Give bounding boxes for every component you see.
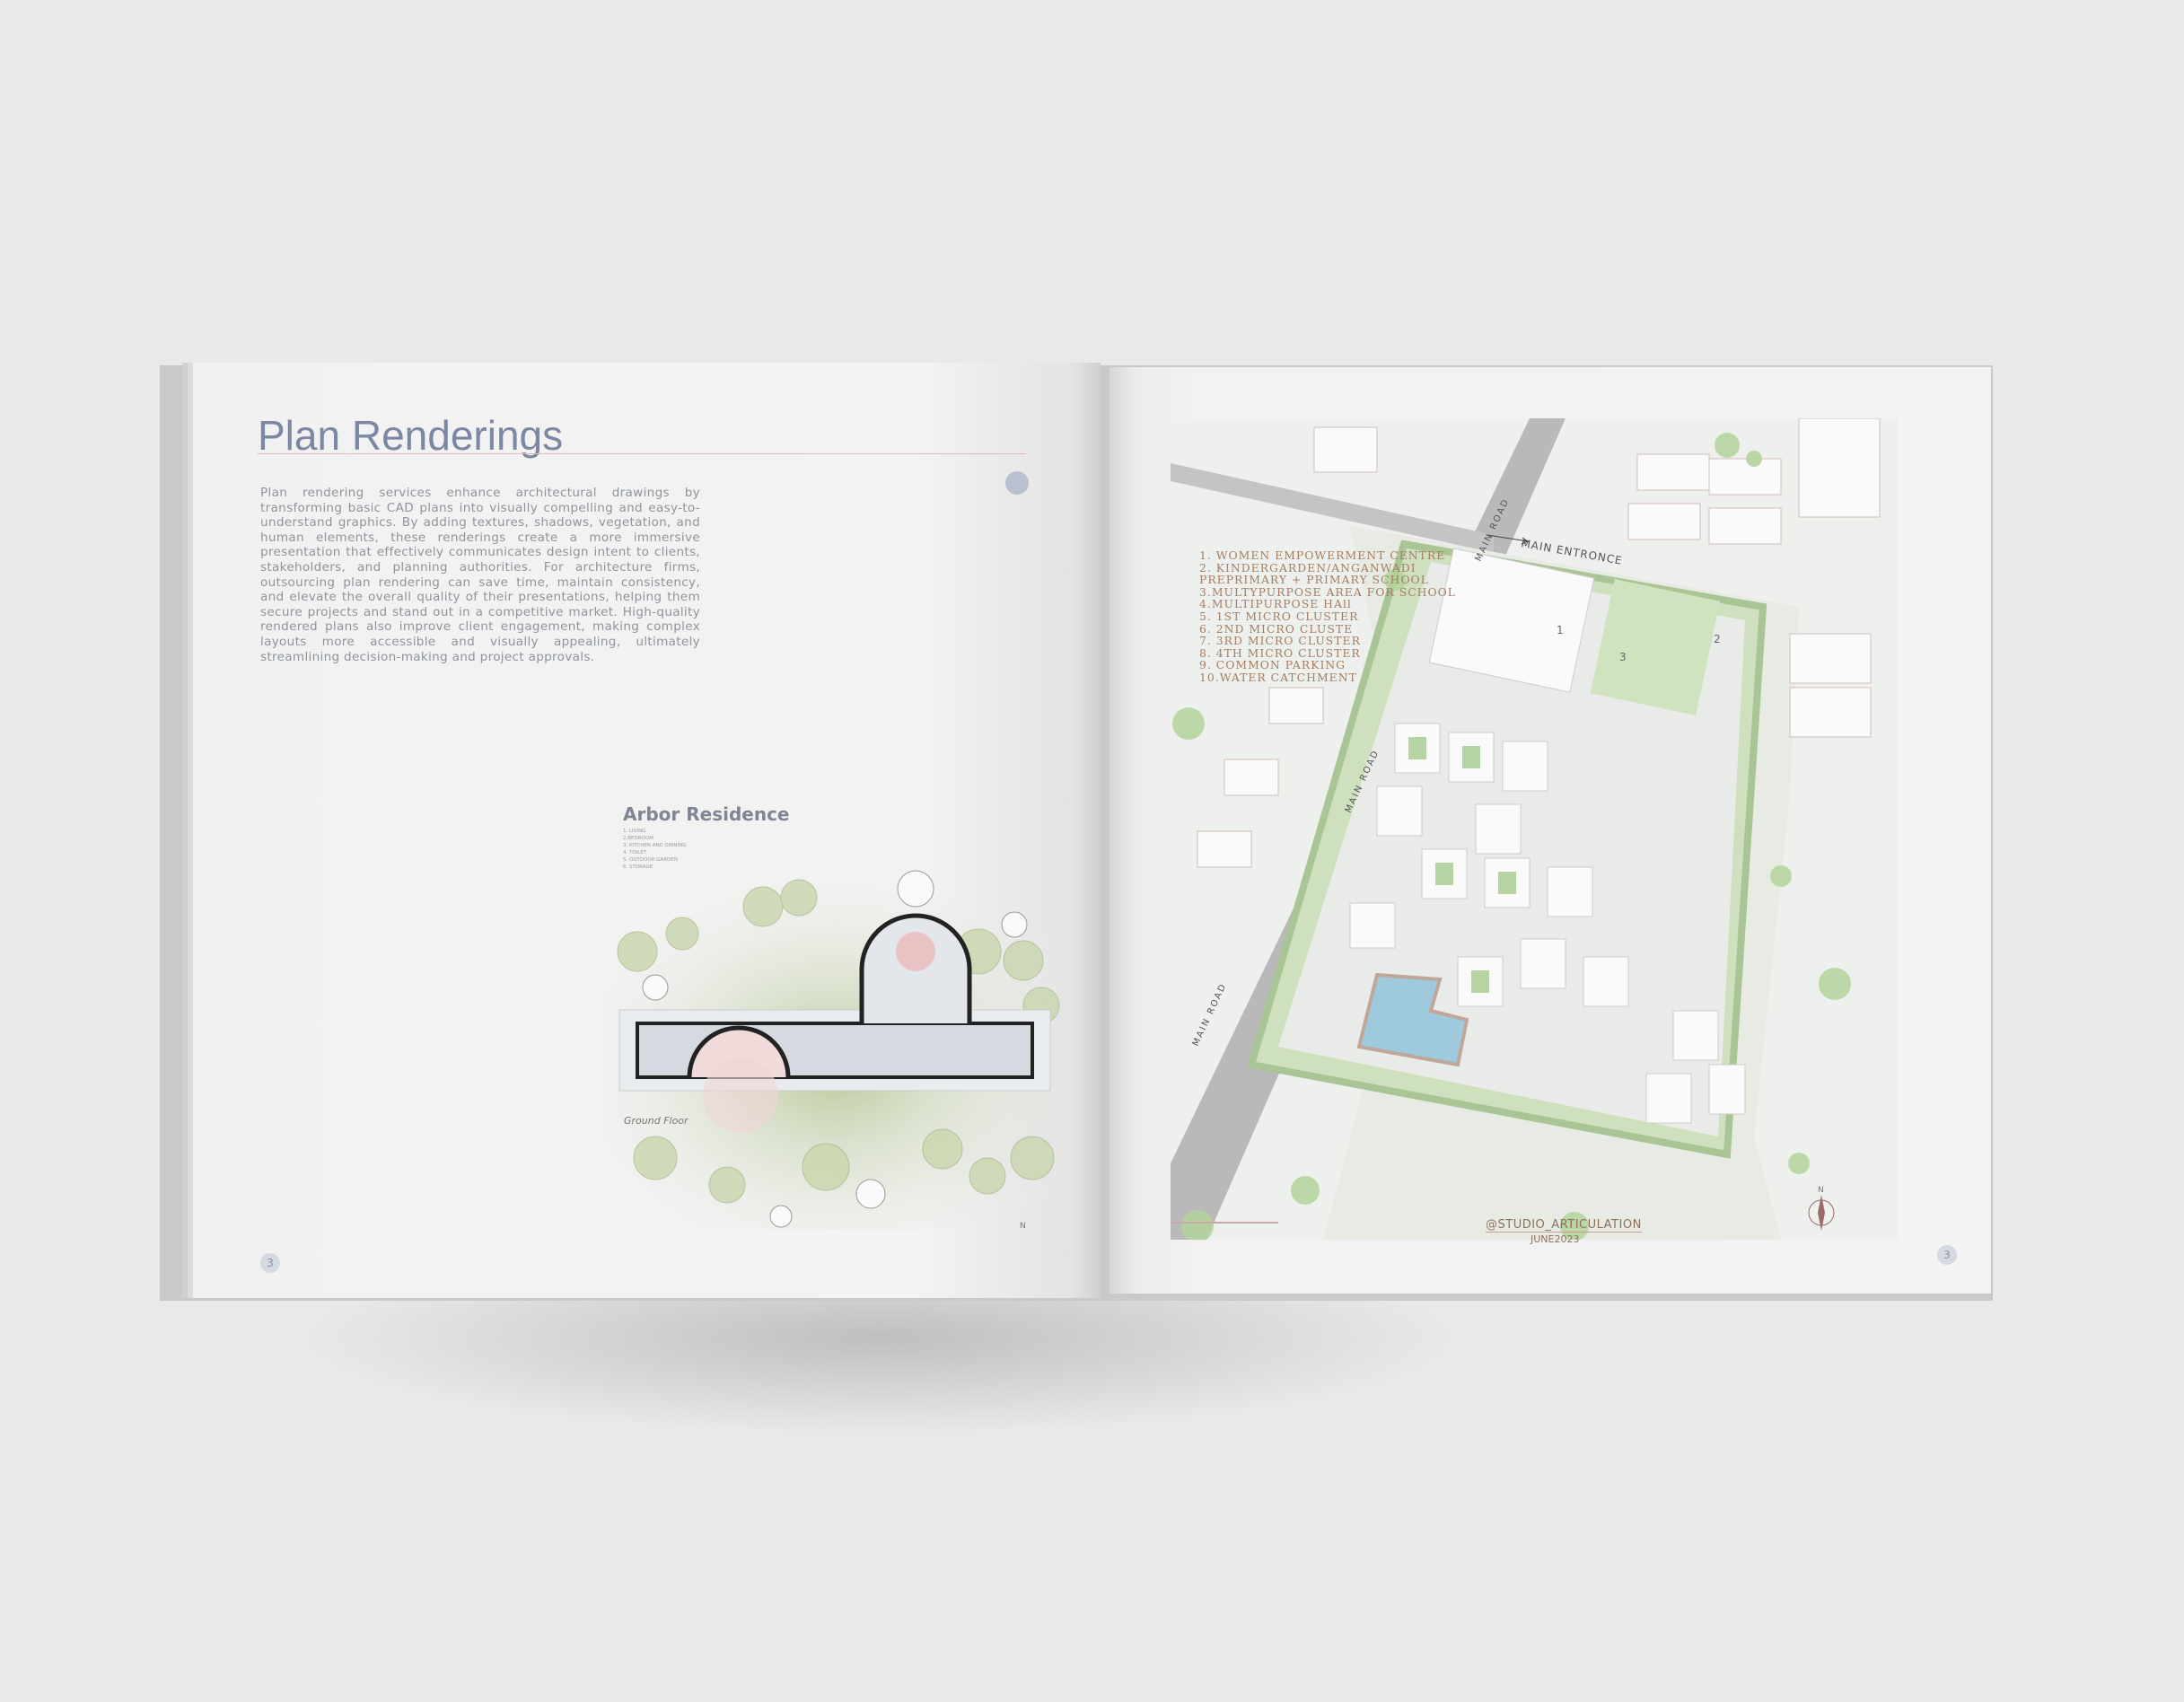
site-plan-rendering: 1 2 3 MAIN ROAD MAIN ROAD MAIN ROAD MAIN… — [1171, 418, 1898, 1240]
water-catchment — [1356, 972, 1469, 1067]
building-number: 2 — [1714, 633, 1721, 645]
pink-circle-room — [896, 932, 935, 971]
legend-item: 8. 4TH MICRO CLUSTER — [1199, 645, 1361, 660]
title-divider — [258, 453, 1026, 454]
legend-item: 6. STORAGE — [623, 864, 653, 870]
legend-item: 2.BEDROOM — [623, 836, 653, 841]
body-paragraph: Plan rendering services enhance architec… — [260, 486, 700, 664]
legend-item: 1. LIVING — [623, 829, 646, 834]
building-1 — [1428, 548, 1595, 693]
legend-item: 4. TOILET — [623, 850, 647, 855]
north-arrow-icon — [1808, 1195, 1835, 1231]
legend-item: 6. 2ND MICRO CLUSTE — [1199, 621, 1354, 636]
arch-room — [687, 1025, 791, 1078]
floor-label: Ground Floor — [624, 1115, 689, 1127]
site-legend: 1. WOMEN EMPOWERMENT CENTRE 2. KINDERGAR… — [1199, 549, 1456, 684]
page-title: Plan Renderings — [258, 412, 564, 459]
legend-item: 7. 3RD MICRO CLUSTER — [1199, 634, 1361, 648]
entrance-arrow — [1487, 534, 1530, 545]
legend-item: 4.MULTIPURPOSE HAll — [1199, 597, 1352, 611]
legend-item: 9. COMMON PARKING — [1199, 658, 1346, 672]
date-label: JUNE2023 — [1531, 1233, 1580, 1245]
decorative-dot — [1005, 471, 1029, 495]
legend-item: 5. OUTDOOR GARDEN — [623, 857, 678, 863]
studio-credit: @STUDIO_ARTICULATION — [1486, 1218, 1642, 1233]
legend-item: 1. WOMEN EMPOWERMENT CENTRE — [1199, 548, 1446, 562]
arbor-legend: 1. LIVING 2.BEDROOM 3. KITCHEN AND DINNI… — [623, 828, 687, 871]
page-number: 3 — [1937, 1245, 1957, 1265]
school-court — [1590, 578, 1721, 716]
building-number: 1 — [1557, 624, 1564, 636]
north-label: N — [1818, 1186, 1824, 1195]
legend-item: 3.MULTYPURPOSE AREA FOR SCHOOL — [1199, 584, 1457, 599]
scale-bar — [1171, 1222, 1278, 1224]
floor-plan-rendering: Ground Floor N — [601, 870, 1070, 1231]
legend-item: PREPRIMARY + PRIMARY SCHOOL — [1199, 573, 1429, 587]
legend-item: 10.WATER CATCHMENT — [1199, 670, 1357, 684]
arbor-title: Arbor Residence — [623, 803, 790, 825]
legend-item: 3. KITCHEN AND DINNING — [623, 843, 687, 848]
legend-item: 5. 1ST MICRO CLUSTER — [1199, 609, 1359, 623]
legend-item: 2. KINDERGARDEN/ANGANWADI — [1199, 560, 1417, 575]
page-number: 3 — [260, 1253, 280, 1273]
building-number: 3 — [1619, 651, 1627, 663]
north-label: N — [1020, 1222, 1026, 1231]
